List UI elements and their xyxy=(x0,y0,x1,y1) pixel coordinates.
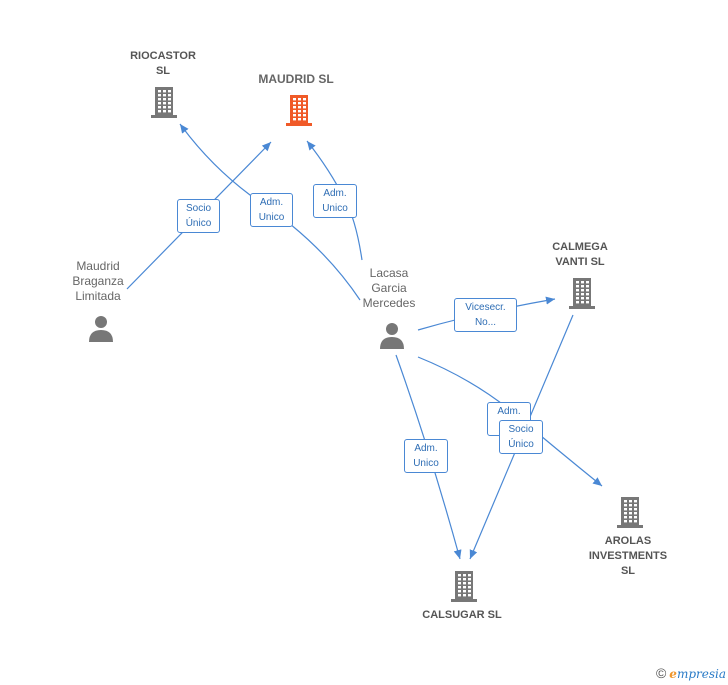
edge-label-line: Socio xyxy=(508,424,534,435)
edge-label-line: Vicesecr. xyxy=(465,302,506,313)
edge-label-line: Unico xyxy=(258,212,285,223)
node-label-lacasa[interactable]: Lacasa Garcia Mercedes xyxy=(339,266,439,311)
node-label-line: INVESTMENTS xyxy=(588,550,668,562)
node-label-line: SL xyxy=(155,65,171,77)
edge-label-line: Socio xyxy=(185,203,211,214)
node-label-line: Mercedes xyxy=(362,296,416,310)
node-label-calmega[interactable]: CALMEGA VANTI SL xyxy=(530,240,630,270)
edge-label-vicesecr[interactable]: Vicesecr. No... xyxy=(454,298,517,332)
edge-label-line: Adm. xyxy=(497,406,521,417)
building-icon[interactable] xyxy=(284,93,314,127)
node-label-line: Maudrid xyxy=(76,259,120,273)
edge-label-socio-unico[interactable]: Socio Único xyxy=(499,420,543,454)
node-label-calsugar[interactable]: CALSUGAR SL xyxy=(402,608,522,623)
node-label-line: RIOCASTOR xyxy=(130,50,196,62)
edge-label-line: Unico xyxy=(322,203,348,214)
brand-name: mpresia xyxy=(676,667,726,681)
edge-label-line: Único xyxy=(185,218,212,229)
edge-label-socio-unico[interactable]: Socio Único xyxy=(177,199,220,233)
node-label-riocastor[interactable]: RIOCASTOR SL xyxy=(113,49,213,79)
edge-label-line: Adm. xyxy=(323,188,347,199)
node-label-line: Braganza xyxy=(72,274,124,288)
copyright-footer: ©empresia xyxy=(656,665,726,681)
node-label-line: Limitada xyxy=(75,289,121,303)
edge-label-line: Adm. xyxy=(259,197,284,208)
person-icon[interactable] xyxy=(86,313,116,343)
building-icon[interactable] xyxy=(449,569,479,603)
building-icon[interactable] xyxy=(567,276,597,310)
node-label-line: AROLAS xyxy=(604,535,652,547)
edge-label-line: Unico xyxy=(413,458,439,469)
brand-initial: e xyxy=(669,667,677,681)
node-label-maudrid[interactable]: MAUDRID SL xyxy=(236,72,356,87)
node-label-maudrid-braganza[interactable]: Maudrid Braganza Limitada xyxy=(48,259,148,304)
node-label-line: VANTI SL xyxy=(555,256,605,268)
building-icon[interactable] xyxy=(149,85,179,119)
edge-label-adm-unico[interactable]: Adm. Unico xyxy=(313,184,357,218)
copyright-icon: © xyxy=(655,665,667,681)
edge-label-line: Adm. xyxy=(414,443,438,454)
edge-label-line: No... xyxy=(474,317,497,328)
person-icon[interactable] xyxy=(377,320,407,350)
node-label-line: SL xyxy=(620,565,636,577)
node-label-line: CALMEGA xyxy=(552,241,608,253)
node-label-line: MAUDRID SL xyxy=(258,72,334,86)
node-label-line: Lacasa xyxy=(369,266,409,280)
node-label-arolas[interactable]: AROLAS INVESTMENTS SL xyxy=(568,534,688,579)
edge-label-adm-unico[interactable]: Adm. Unico xyxy=(404,439,448,473)
node-label-line: CALSUGAR SL xyxy=(422,609,502,621)
edge-label-adm-unico[interactable]: Adm. Unico xyxy=(250,193,293,227)
edge-label-line: Único xyxy=(508,439,534,450)
node-label-line: Garcia xyxy=(371,281,407,295)
building-icon[interactable] xyxy=(615,495,645,529)
